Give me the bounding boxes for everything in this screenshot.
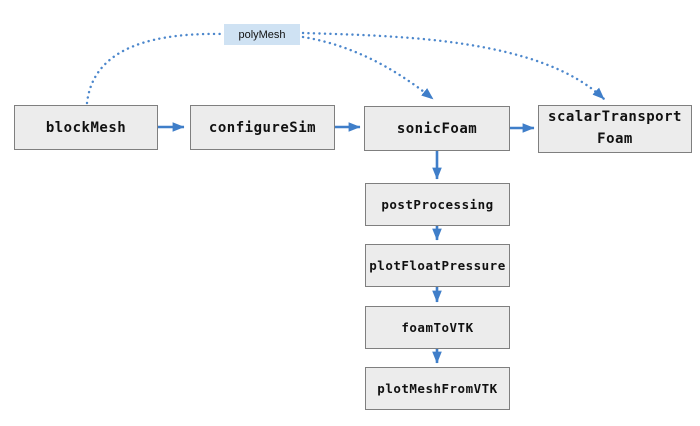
node-configuresim: configureSim [190,105,335,150]
node-label: blockMesh [45,119,127,136]
node-sonicfoam: sonicFoam [364,106,510,151]
node-label: foamToVTK [401,320,474,335]
node-label: plotMeshFromVTK [377,381,498,396]
polymesh-tag-label: polyMesh [238,28,286,41]
node-label: configureSim [208,119,317,136]
polymesh-tag: polyMesh [224,24,300,45]
node-blockmesh: blockMesh [14,105,158,150]
node-scalartransportfoam: scalarTransport Foam [538,105,692,153]
edge-blockmesh-polymesh [85,32,223,105]
node-label-line1: scalarTransport [548,109,682,126]
node-label-line2: Foam [597,131,633,147]
edge-polymesh-scalartransportfoam [301,31,606,101]
node-plotfloatpressure: plotFloatPressure [365,244,510,287]
node-foamtovtk: foamToVTK [365,306,510,349]
node-plotmeshfromvtk: plotMeshFromVTK [365,367,510,410]
node-label: sonicFoam [396,120,478,137]
node-postprocessing: postProcessing [365,183,510,226]
node-label: plotFloatPressure [369,258,506,273]
node-label: postProcessing [381,197,494,212]
edge-polymesh-sonicfoam [301,35,435,101]
